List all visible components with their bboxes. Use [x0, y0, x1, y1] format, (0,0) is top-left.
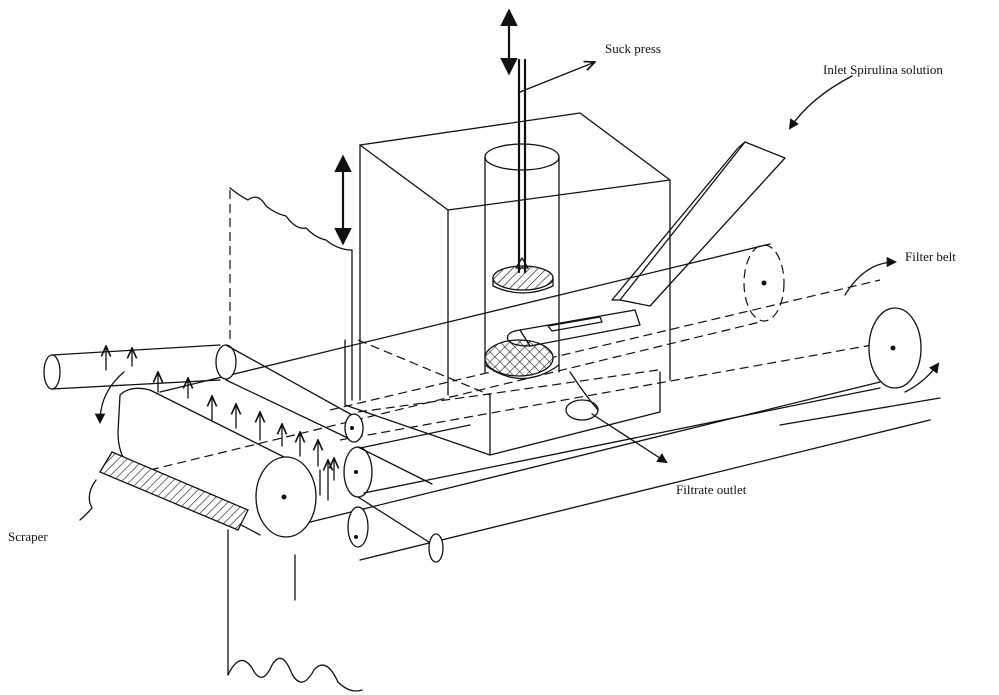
suction-chamber: [344, 112, 671, 456]
inlet-leader: [788, 75, 853, 130]
suck-press-leader: [519, 62, 595, 93]
label-scraper: Scraper: [8, 529, 48, 544]
center-roller-pair: [319, 446, 444, 563]
scraper-blade: [99, 451, 249, 531]
suck-press-cylinder: [484, 8, 560, 380]
left-top-pipe: [43, 344, 364, 443]
main-left-roller: [117, 387, 317, 538]
filtrate-outlet-arrow: [591, 413, 668, 464]
updraft-arrows: [106, 346, 334, 501]
right-roller-near: [868, 307, 922, 389]
filter-belt-arrow: [844, 256, 898, 296]
label-filter-belt: Filter belt: [905, 249, 956, 264]
left-roller-rotation-arrow: [94, 371, 125, 425]
upper-sheet: [229, 187, 353, 401]
label-filtrate-outlet: Filtrate outlet: [676, 482, 747, 497]
belt-return-arrow: [904, 362, 940, 393]
belt-mid-edge: [359, 424, 471, 449]
label-suck-press: Suck press: [605, 41, 661, 56]
lower-sheet: [227, 529, 363, 692]
label-inlet-spirulina-solution: Inlet Spirulina solution: [823, 62, 943, 77]
inlet-trough: [506, 141, 786, 347]
right-roller-far: [743, 244, 785, 322]
filter-belt: [149, 243, 941, 561]
scraper-leader: [79, 479, 97, 521]
belt-front-edge: [363, 387, 881, 494]
filtrate-outlet-pipe: [565, 371, 599, 421]
